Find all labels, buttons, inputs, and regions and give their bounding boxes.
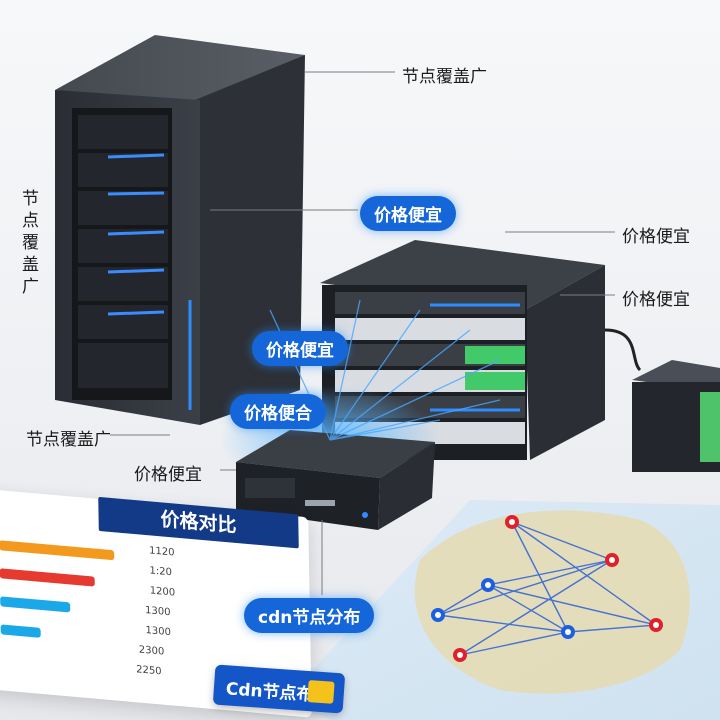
map-node (649, 618, 663, 632)
map-node (561, 625, 575, 639)
badge-yellow-tag (307, 680, 335, 704)
price-value: 2300 (138, 644, 165, 658)
pill-price-2: 价格便宜 (252, 331, 348, 366)
price-bar (0, 596, 71, 613)
price-value: 1120 (148, 545, 175, 559)
callout-price-rack-1: 价格便宜 (622, 227, 690, 247)
pill-cdn-distribution: cdn节点分布 (244, 598, 375, 633)
pill-price-3: 价格便合 (230, 394, 326, 429)
price-value: 1300 (145, 625, 172, 639)
price-value: 2250 (136, 664, 162, 678)
callout-coverage-bottom: 节点覆盖广 (26, 430, 111, 450)
price-value: 1:20 (149, 565, 172, 579)
pill-price-1: 价格便宜 (360, 196, 456, 231)
leader-lines (110, 71, 615, 595)
price-bar (0, 540, 115, 561)
price-bar (0, 568, 95, 587)
map-node (481, 578, 495, 592)
map-node (453, 648, 467, 662)
map-node (505, 515, 519, 529)
price-value: 1200 (149, 585, 176, 599)
map-node (431, 608, 445, 622)
callout-coverage-top: 节点覆盖广 (402, 67, 487, 87)
price-bar (0, 624, 41, 638)
rack-switches (320, 240, 605, 460)
callout-price-rack-2: 价格便宜 (622, 290, 690, 310)
small-device (604, 328, 720, 472)
callout-price-minipc: 价格便宜 (134, 465, 202, 485)
drive-bays (78, 115, 168, 388)
callout-coverage-vertical: 节点覆盖广 (22, 189, 39, 297)
map-node (605, 553, 619, 567)
tower-server (55, 35, 305, 425)
cdn-badge-text: Cdn节点布 (225, 679, 315, 706)
network-map (285, 500, 720, 720)
price-value: 1300 (145, 605, 171, 619)
